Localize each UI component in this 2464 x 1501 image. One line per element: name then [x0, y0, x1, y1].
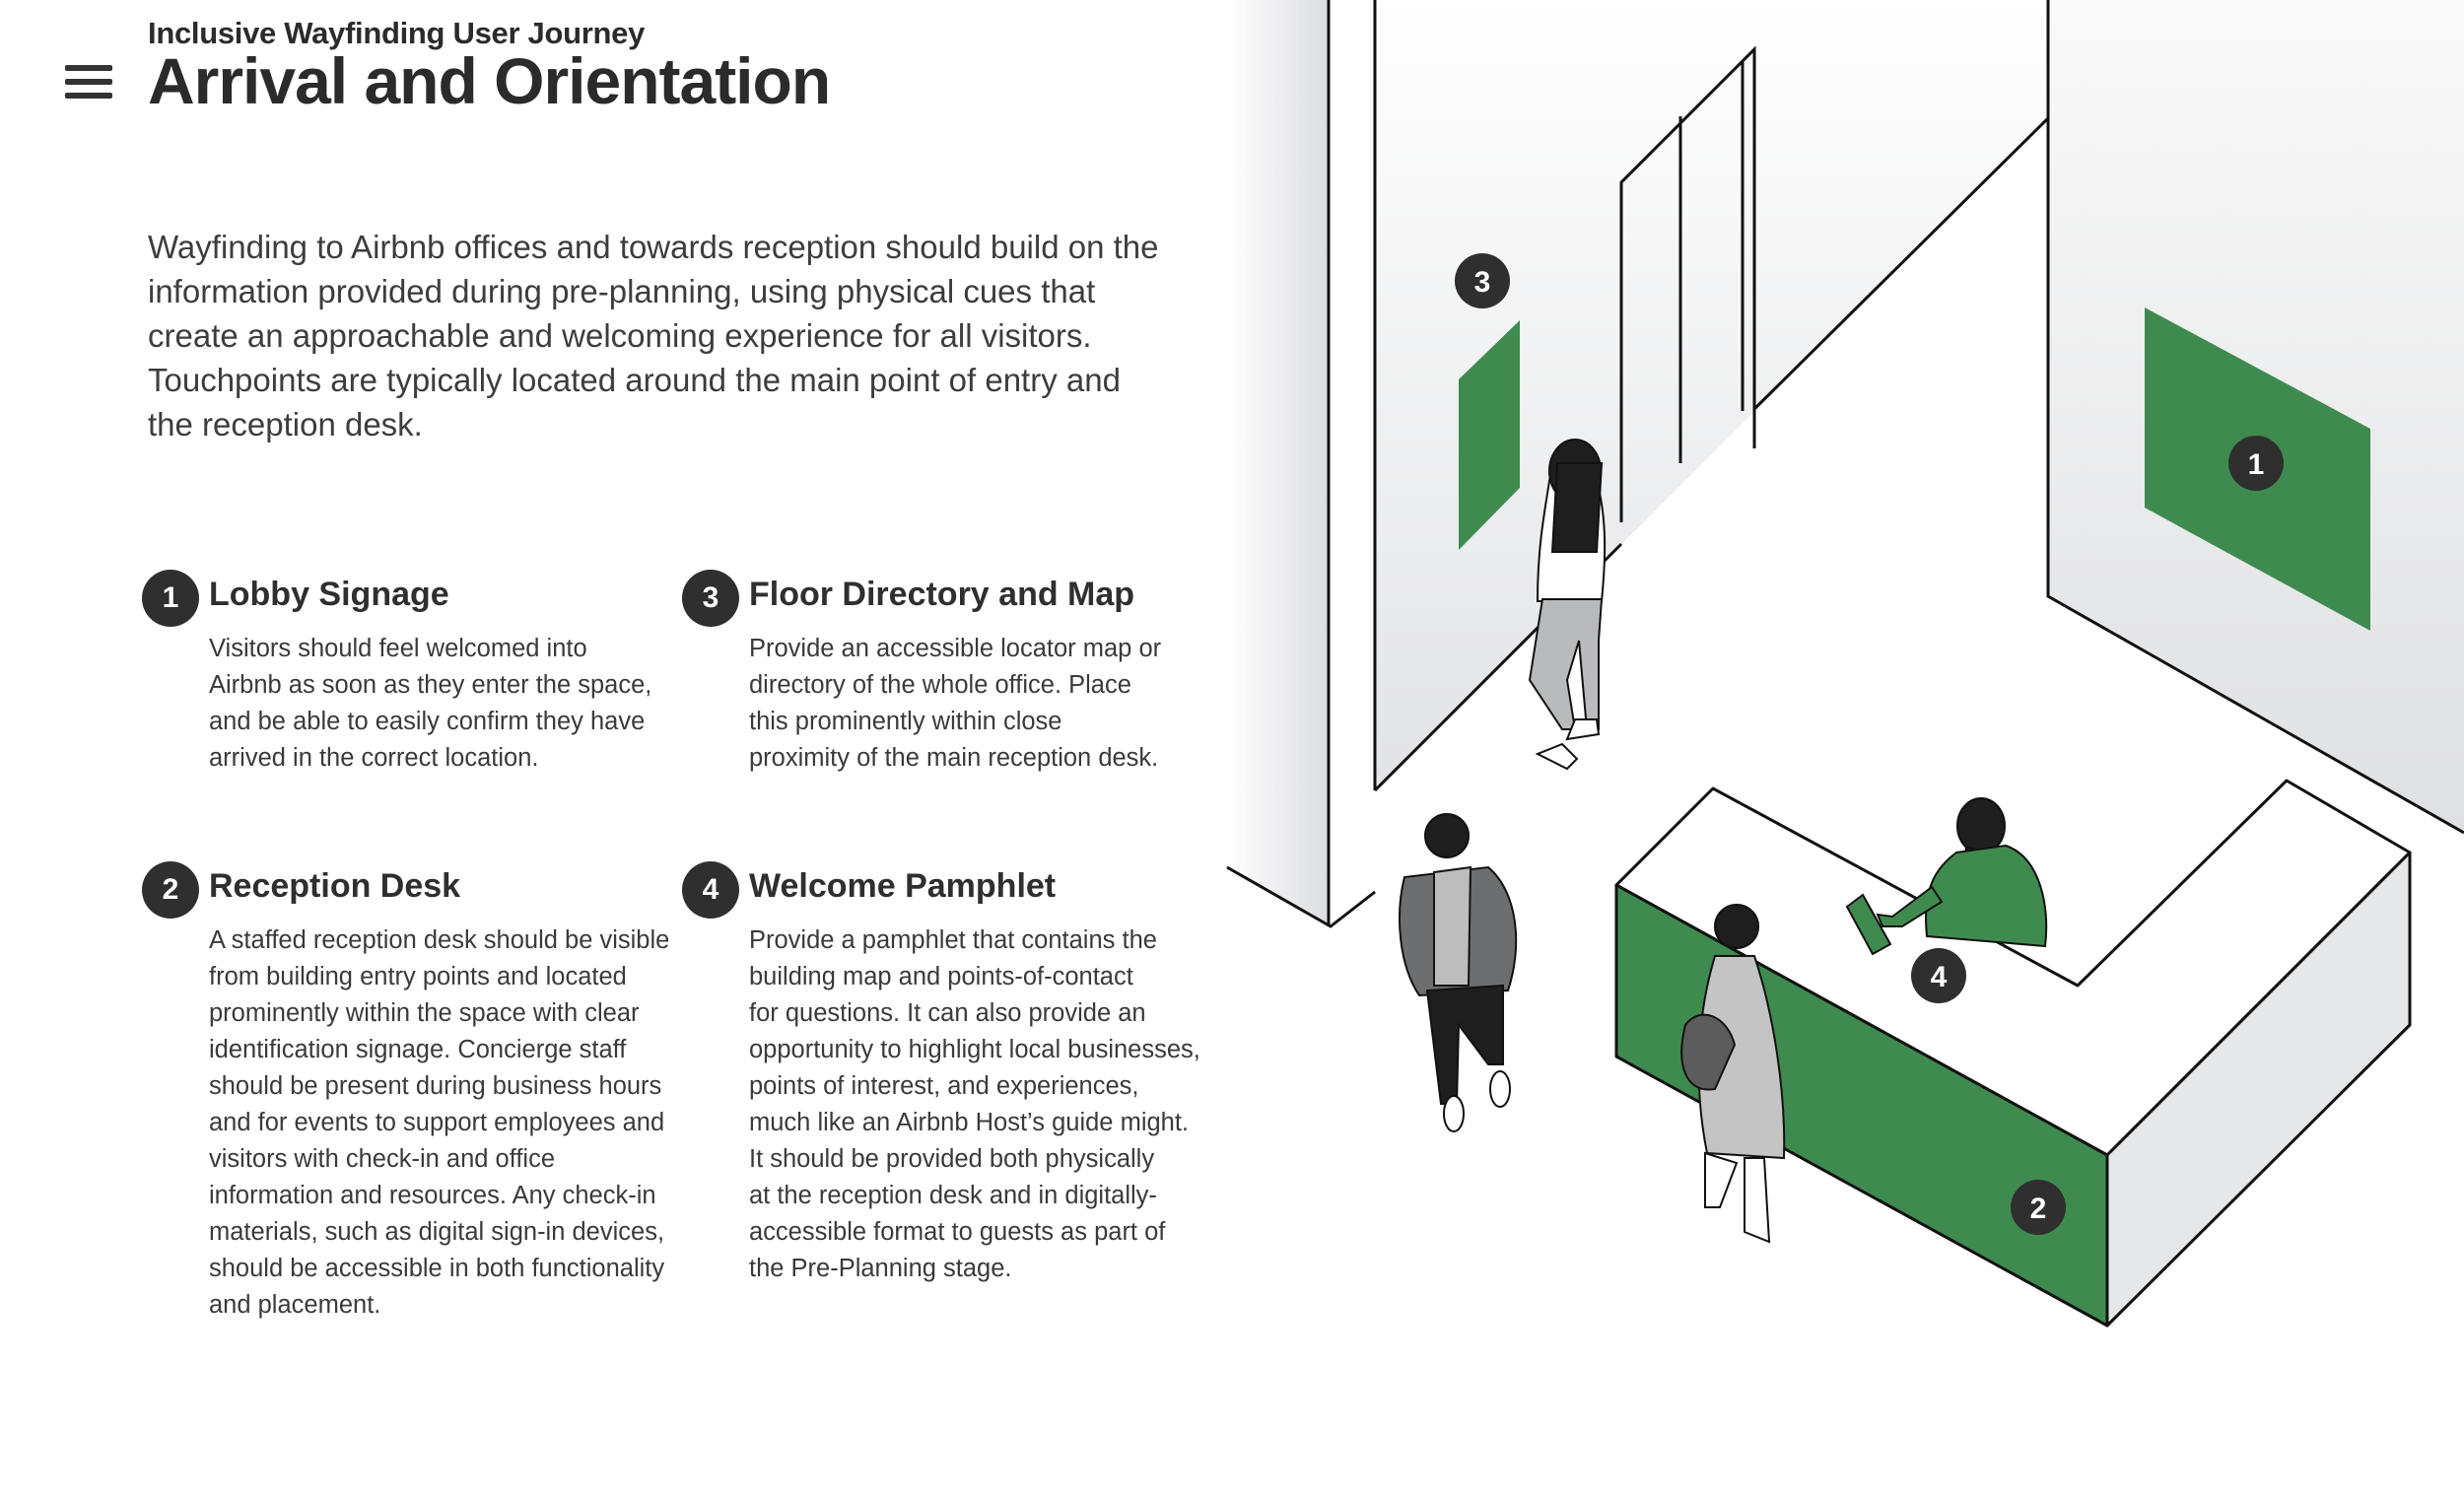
menu-bar: [65, 79, 112, 85]
marker-4-label: 4: [1931, 961, 1948, 993]
person-in-jacket: [1399, 813, 1518, 1132]
number-badge: 1: [142, 570, 199, 627]
section-body: Provide an accessible locator map or dir…: [749, 635, 1162, 772]
marker-3-badge: [1455, 253, 1510, 308]
receptionist: [1876, 797, 2048, 948]
number-badge: 4: [682, 861, 739, 919]
number-badge: 3: [682, 570, 739, 627]
number-badge: 2: [142, 861, 199, 919]
menu-bar: [65, 93, 112, 99]
section-title: Reception Desk: [209, 867, 461, 905]
marker-4-badge: [1911, 948, 1966, 1003]
marker-2-label: 2: [2030, 1193, 2047, 1225]
person-walking-to-door: [1528, 439, 1607, 771]
marker-1-badge: [2228, 436, 2284, 491]
hamburger-menu-icon[interactable]: [65, 65, 112, 104]
marker-1-label: 1: [2248, 448, 2265, 481]
section-body: A staffed reception desk should be visib…: [209, 926, 670, 1319]
section-body: Provide a pamphlet that contains the bui…: [749, 926, 1200, 1282]
marker-3-label: 3: [1474, 266, 1491, 299]
pamphlet: [1845, 893, 1892, 956]
elevator-doors: [1619, 45, 2050, 522]
page-eyebrow: Inclusive Wayfinding User Journey: [148, 16, 646, 50]
section-title: Welcome Pamphlet: [749, 867, 1057, 905]
reception-desk: [1614, 779, 2412, 1328]
marker-2-badge: [2011, 1180, 2066, 1235]
floor-directory-sign: [1459, 320, 1520, 550]
intro-paragraph: Wayfinding to Airbnb offices and towards…: [148, 229, 1159, 443]
visitor-with-backpack: [1680, 904, 1786, 1244]
menu-bar: [65, 65, 112, 71]
page-title: Arrival and Orientation: [148, 44, 831, 117]
left-pillar: [1227, 0, 1329, 926]
section-title: Floor Directory and Map: [749, 576, 1135, 613]
section-body: Visitors should feel welcomed into Airbn…: [209, 635, 652, 772]
lobby-illustration: 1 3 2 4: [1226, 0, 2464, 1328]
section-title: Lobby Signage: [209, 576, 449, 613]
